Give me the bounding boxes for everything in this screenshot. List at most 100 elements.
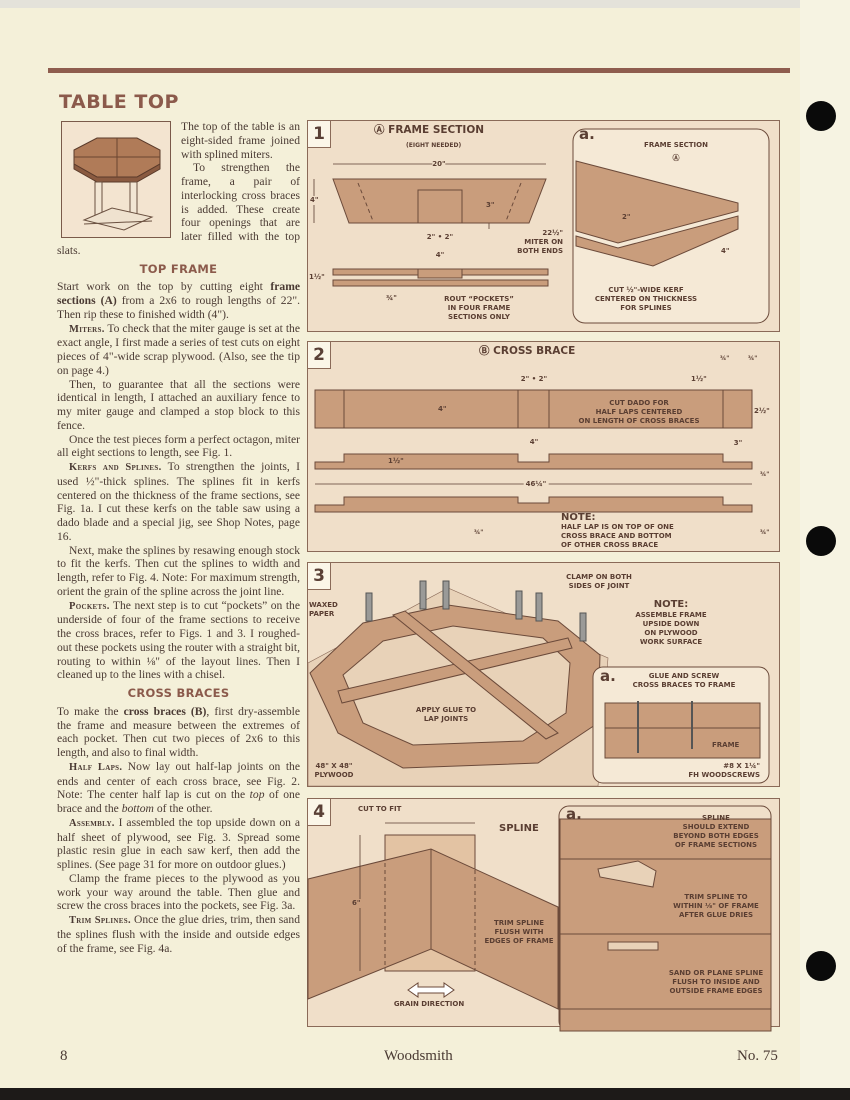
article-column: TABLE TOP The top of the table is an eig… [57,90,300,955]
figure-number: 4 [308,799,331,826]
figure-3-drawing [308,580,770,786]
bold-term: frame sections (A) [57,280,300,307]
body-paragraph: Start work on the top by cutting eight f… [57,280,300,321]
paragraph-text: The next step is to cut “pockets” on the… [57,598,300,682]
detail-letter: a. [566,805,582,823]
figure-3: 3 CLAMP ON BOTH SIDES OF JOINT WAXED PAP… [307,562,780,787]
spline-label: SPLINE [499,823,539,834]
paragraph-text: from a 2x6 to rough lengths of 22". Then… [57,294,301,321]
step-3-note: SAND OR PLANE SPLINE FLUSH TO INSIDE AND… [668,969,764,995]
dim-quarter: ¾" [760,529,770,536]
dim-quarter: ¾" [748,355,758,362]
paragraph-text: Now lay out half-lap joints on the ends … [57,759,300,802]
figure-2-drawing [314,389,753,513]
dim-width: 4" [438,405,447,413]
clamp-note: CLAMP ON BOTH SIDES OF JOINT [566,573,632,590]
intro-paragraph: The top of the table is an eight-sided f… [57,120,300,161]
step-2-note: TRIM SPLINE TO WITHIN ⅛" OF FRAME AFTER … [673,893,759,919]
frame-label: FRAME [712,741,740,749]
magazine-name: Woodsmith [384,1048,453,1064]
run-in-head: Trim Splines. [69,915,131,926]
dim-half: 2" • 2" [426,233,454,241]
figure-number: 1 [308,121,331,148]
dim-width: 4" [310,196,319,205]
body-paragraph: Once the test pieces form a perfect octa… [57,433,300,461]
paragraph-text: To strengthen the joints, I used ½"-thic… [57,460,300,543]
miter-note: 22½" MITER ON BOTH ENDS [517,229,563,255]
section-heading: TOP FRAME [139,261,218,276]
dim-end: 1½" [691,375,707,383]
figure-2: 2 Ⓑ CROSS BRACE 2" • 2" 1½" ¾" ¾" 4" CUT… [307,341,780,552]
run-in-head: Half Laps. [69,761,123,773]
page-number: 8 [60,1048,68,1064]
italic-term: bottom [121,802,154,815]
paragraph-text: Clamp the frame pieces to the plywood as… [57,871,300,913]
binder-hole [806,526,836,556]
paragraph-text: Once the glue dries, trim, then sand the… [57,913,300,955]
pocket-note: ROUT “POCKETS” IN FOUR FRAME SECTIONS ON… [444,295,514,321]
intro-paragraph-2: To strengthen the frame, a pair of inter… [57,161,300,257]
kerf-note: CUT ½"-WIDE KERF CENTERED ON THICKNESS F… [594,286,698,312]
paragraph-text: To make the [57,704,124,718]
figure-4: 4 CUT TO FIT SPLINE 6" TRIM SPLINE FLUSH… [307,798,780,1032]
cut-to-fit-label: CUT TO FIT [358,805,402,813]
run-in-head: Miters. [69,323,105,335]
figure-title: Ⓐ FRAME SECTION [374,124,485,136]
dim-length: 20" [432,160,446,169]
article-sections: TOP FRAME Start work on the top by cuttin… [57,261,300,956]
screws-label: #8 x 1¼" Fh WOODSCREWS [688,762,760,779]
waxed-paper-label: WAXED PAPER [309,601,338,618]
run-in-head: Assembly. [69,817,115,829]
paragraph-text: , first dry-assemble the frame and measu… [57,704,300,759]
dim-quarter: ¾" [474,529,484,536]
dim-half: 2" • 2" [520,375,548,383]
note-title: NOTE: [653,599,689,610]
assembly-note: ASSEMBLE FRAME UPSIDE DOWN ON PLYWOOD WO… [635,611,707,646]
paragraph-text: of the other. [153,802,213,815]
dim-quarter: ¾" [760,471,770,478]
detail-letter: a. [579,125,595,143]
paragraph-text: of one brace and the [57,788,300,815]
figure-title: Ⓑ CROSS BRACE [479,345,576,357]
paragraph-text: To check that the miter gauge is set at … [57,321,300,377]
dim-end-lap: 3" [733,439,743,447]
dim-quarter: ¾" [720,355,730,362]
binder-hole [806,951,836,981]
figure-1: 1 Ⓐ FRAME SECTION (EIGHT NEEDED) 20" 4" … [307,120,780,332]
intro-text-2: To strengthen the frame, a pair of inter… [57,161,300,257]
body-paragraph: Assembly. I assembled the top upside dow… [57,816,300,872]
scan-top-edge [0,0,850,8]
body-paragraph: Next, make the splines by resawing enoug… [57,544,300,599]
note-title: NOTE: [561,512,596,523]
dim-thick: 1½" [388,457,404,465]
bold-term: cross braces (B) [123,704,207,718]
dim-pocket-depth: 3" [486,201,495,209]
paragraph-text: I assembled the top upside down on a hal… [57,815,300,871]
section-heading: CROSS BRACES [127,686,230,700]
italic-term: top [249,788,265,802]
intro-text: The top of the table is an eight-sided f… [181,120,300,161]
body-paragraph: Miters. To check that the miter gauge is… [57,322,300,378]
article-title: TABLE TOP [59,91,179,113]
dim-pocket-width: 4" [435,251,445,259]
body-paragraph: To make the cross braces (B), first dry-… [57,705,300,760]
figure-1-drawing [313,128,770,324]
body-paragraph: Kerfs and Splines. To strengthen the joi… [57,460,300,544]
dado-note: CUT DADO FOR HALF LAPS CENTERED ON LENGT… [578,399,700,425]
figure-4-drawing [307,805,772,1032]
paragraph-text: Next, make the splines by resawing enoug… [57,543,300,598]
scan-bottom-edge [0,1088,850,1100]
binder-hole [806,101,836,131]
body-paragraph: Then, to guarantee that all the sections… [57,378,300,433]
body-paragraph: Trim Splines. Once the glue dries, trim,… [57,913,300,955]
dim-holes: 2½" [754,407,770,415]
body-paragraph: Clamp the frame pieces to the plywood as… [57,872,300,913]
issue-number: No. 75 [737,1048,778,1064]
half-lap-note: HALF LAP IS ON TOP OF ONE CROSS BRACE AN… [561,523,674,549]
table-thumbnail [61,121,171,238]
dim-length: 6" [352,899,361,908]
paragraph-text: Then, to guarantee that all the sections… [57,377,300,432]
body-paragraph: Half Laps. Now lay out half-lap joints o… [57,760,300,816]
detail-title: FRAME SECTION [644,141,708,149]
dim-layer: ¾" [386,294,397,302]
